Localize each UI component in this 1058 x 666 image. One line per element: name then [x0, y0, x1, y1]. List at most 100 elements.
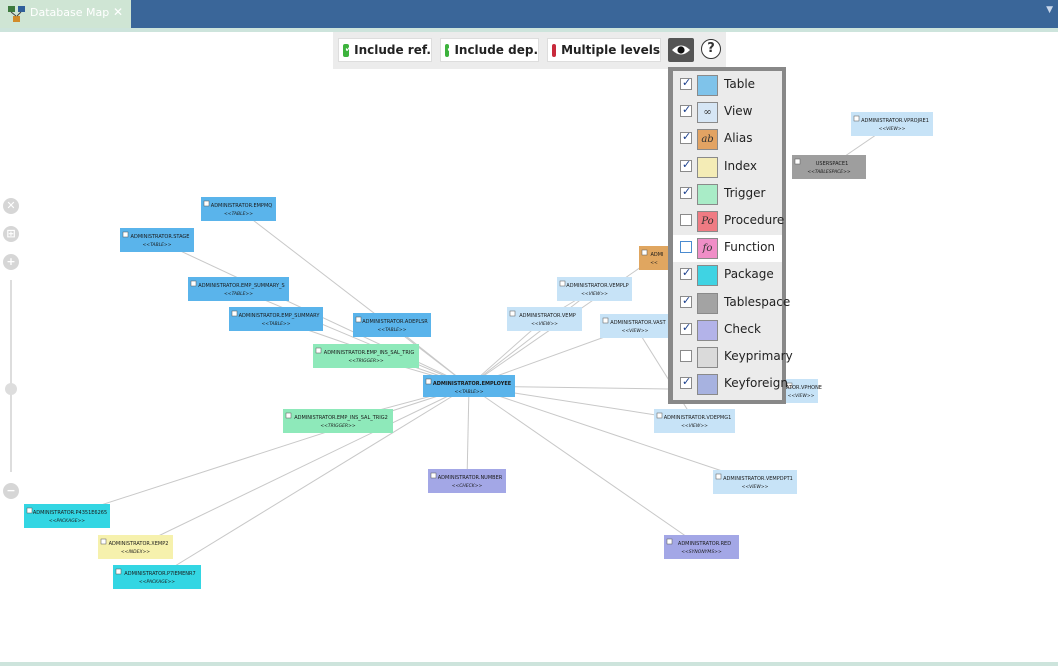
- node-type-icon: [794, 158, 801, 165]
- filter-item-check[interactable]: Check: [673, 317, 782, 344]
- status-stripe: [0, 662, 1058, 666]
- filter-checkbox-check[interactable]: [680, 321, 692, 335]
- filter-label-trigger: Trigger: [724, 185, 766, 200]
- filter-checkbox-alias[interactable]: [680, 130, 692, 145]
- zoom-slider-thumb[interactable]: [5, 383, 17, 395]
- node-name: ADMINISTRATOR.VAST: [610, 320, 666, 326]
- filter-label-function: Function: [724, 240, 776, 255]
- node-type-icon: [190, 280, 197, 287]
- filter-checkbox-trigger[interactable]: [680, 185, 692, 199]
- map-node-vphone[interactable]: ATOR.VPHONE<<VIEW>>: [784, 379, 822, 403]
- node-stereotype: <<INDEX>>: [121, 549, 150, 555]
- filter-item-table[interactable]: Table: [673, 72, 782, 99]
- map-node-pkg2[interactable]: ADMINISTRATOR.P7IEMENR7<<PACKAGE>>: [113, 565, 201, 589]
- node-name: ADMINISTRATOR.RED: [678, 541, 731, 547]
- filter-item-tablespace[interactable]: Tablespace: [673, 290, 790, 317]
- filter-checkbox-procedure[interactable]: [680, 214, 692, 226]
- node-box: [113, 565, 201, 589]
- map-node-trig2[interactable]: ADMINISTRATOR.EMP_INS_SAL_TRIG2<<TRIGGER…: [283, 409, 393, 433]
- map-node-number[interactable]: ADMINISTRATOR.NUMBER<<CHECK>>: [428, 469, 506, 493]
- map-node-emp_summary[interactable]: ADMINISTRATOR.EMP_SUMMARY<<TABLE>>: [229, 307, 323, 331]
- map-node-emp_summary_s[interactable]: ADMINISTRATOR.EMP_SUMMARY_S<<TABLE>>: [188, 277, 289, 301]
- map-node-pkg1[interactable]: ADMINISTRATOR.P4351E6265<<PACKAGE>>: [24, 504, 110, 528]
- help-button[interactable]: ?: [701, 39, 721, 59]
- filter-checkbox-table[interactable]: [680, 76, 692, 90]
- node-name: ADMINISTRATOR.VPROJRE1: [861, 118, 929, 124]
- map-node-vproj[interactable]: ADMINISTRATOR.VPROJRE1<<VIEW>>: [851, 112, 933, 136]
- node-type-icon: [715, 473, 722, 480]
- node-type-icon: [285, 412, 292, 419]
- include-ref-toggle[interactable]: Include ref.: [338, 38, 432, 62]
- map-node-xemp2[interactable]: ADMINISTRATOR.XEMP2 <<INDEX>>: [98, 535, 173, 559]
- node-box: [557, 277, 632, 301]
- map-node-vempdpt[interactable]: ADMINISTRATOR.VEMPDPT1<<VIEW>>: [713, 470, 797, 494]
- zoom-out-icon[interactable]: −: [3, 483, 19, 499]
- filter-checkbox-view[interactable]: [680, 103, 692, 118]
- node-box: [120, 228, 194, 252]
- filter-checkbox-tablespace[interactable]: [680, 294, 692, 308]
- map-node-employee[interactable]: ADMINISTRATOR.EMPLOYEE<<TABLE>>: [423, 375, 515, 397]
- node-type-icon: [115, 568, 122, 575]
- fit-to-screen-icon[interactable]: ⊞: [3, 226, 19, 242]
- filter-checkbox-index[interactable]: [680, 158, 692, 172]
- close-icon[interactable]: ✕: [113, 5, 124, 19]
- filter-checkbox-keyprimary[interactable]: [680, 350, 692, 362]
- node-box: [353, 313, 431, 337]
- map-node-alias1[interactable]: ADMI<<: [639, 246, 669, 270]
- reset-zoom-icon[interactable]: ✕: [3, 198, 19, 214]
- map-node-trig1[interactable]: ADMINISTRATOR.EMP_INS_SAL_TRIG<<TRIGGER>…: [313, 344, 419, 368]
- node-stereotype: <<SYNONYMS>>: [681, 549, 722, 555]
- map-node-vdepmg[interactable]: ADMINISTRATOR.VDEPMG1<<VIEW>>: [654, 409, 735, 433]
- map-node-empmq[interactable]: ADMINISTRATOR.EMPMQ<<TABLE>>: [201, 197, 276, 221]
- node-stereotype: <<: [650, 260, 658, 266]
- view-menu-icon[interactable]: ▼: [1046, 5, 1053, 15]
- node-name: ADMINISTRATOR.XEMP2: [109, 541, 169, 547]
- node-box: [313, 344, 419, 368]
- node-name: ATOR.VPHONE: [786, 385, 822, 391]
- filter-item-index[interactable]: Index: [673, 154, 782, 181]
- map-node-vemp[interactable]: ADMINISTRATOR.VEMP <<VIEW>>: [507, 307, 582, 331]
- node-name: ADMINISTRATOR.P4351E6265: [33, 510, 107, 516]
- node-stereotype: <<VIEW>>: [531, 321, 558, 327]
- multiple-levels-toggle[interactable]: Multiple levels: [547, 38, 661, 62]
- edge-employee-emp_summary_s: [238, 288, 470, 387]
- filter-item-trigger[interactable]: Trigger: [673, 181, 782, 208]
- node-type-icon: [853, 115, 860, 122]
- include-dep-toggle[interactable]: Include dep.: [440, 38, 539, 62]
- node-box: [229, 307, 323, 331]
- node-name: ADMINISTRATOR.VEMP: [519, 313, 576, 319]
- map-node-userspace[interactable]: USERSPACE1<<TABLESPACE>>: [792, 155, 866, 179]
- procedure-icon: Po: [697, 211, 718, 232]
- tab-database-map[interactable]: Database Map ✕: [0, 0, 131, 28]
- node-stereotype: <<TABLE>>: [455, 389, 484, 395]
- node-stereotype: <<TABLE>>: [262, 321, 291, 327]
- filter-item-package[interactable]: Package: [673, 262, 782, 289]
- map-node-adeplsr[interactable]: ADMINISTRATOR.ADEPLSR<<TABLE>>: [353, 313, 431, 337]
- node-stereotype: <<TABLE>>: [224, 211, 253, 217]
- filter-label-table: Table: [724, 77, 756, 91]
- map-node-vemplp[interactable]: ADMINISTRATOR.VEMPLP<<VIEW>>: [557, 277, 632, 301]
- filter-item-keyforeign[interactable]: Keyforeign: [673, 371, 788, 398]
- filter-item-keyprimary[interactable]: Keyprimary: [673, 344, 793, 371]
- check-icon: [697, 319, 718, 341]
- edge-employee-vemplp: [468, 288, 595, 387]
- map-node-stage[interactable]: ADMINISTRATOR.STAGE<<TABLE>>: [120, 228, 194, 252]
- node-type-icon: [559, 280, 566, 287]
- node-stereotype: <<TABLE>>: [143, 242, 172, 248]
- visibility-filter-button[interactable]: [668, 38, 694, 62]
- filter-checkbox-keyforeign[interactable]: [680, 375, 692, 390]
- map-node-vast[interactable]: ADMINISTRATOR.VAST<<VIEW>>: [600, 314, 670, 338]
- filter-item-view[interactable]: ∞View: [673, 99, 782, 126]
- include-dep-label: Include dep.: [454, 43, 538, 57]
- map-node-red[interactable]: ADMINISTRATOR.RED <<SYNONYMS>>: [664, 535, 739, 559]
- edge-employee-empmq: [238, 208, 470, 387]
- filter-checkbox-package[interactable]: [680, 266, 692, 281]
- zoom-in-icon[interactable]: +: [3, 254, 19, 270]
- node-stereotype: <<CHECK>>: [452, 483, 483, 489]
- filter-checkbox-function[interactable]: [680, 241, 692, 254]
- zoom-slider-track[interactable]: [10, 280, 12, 472]
